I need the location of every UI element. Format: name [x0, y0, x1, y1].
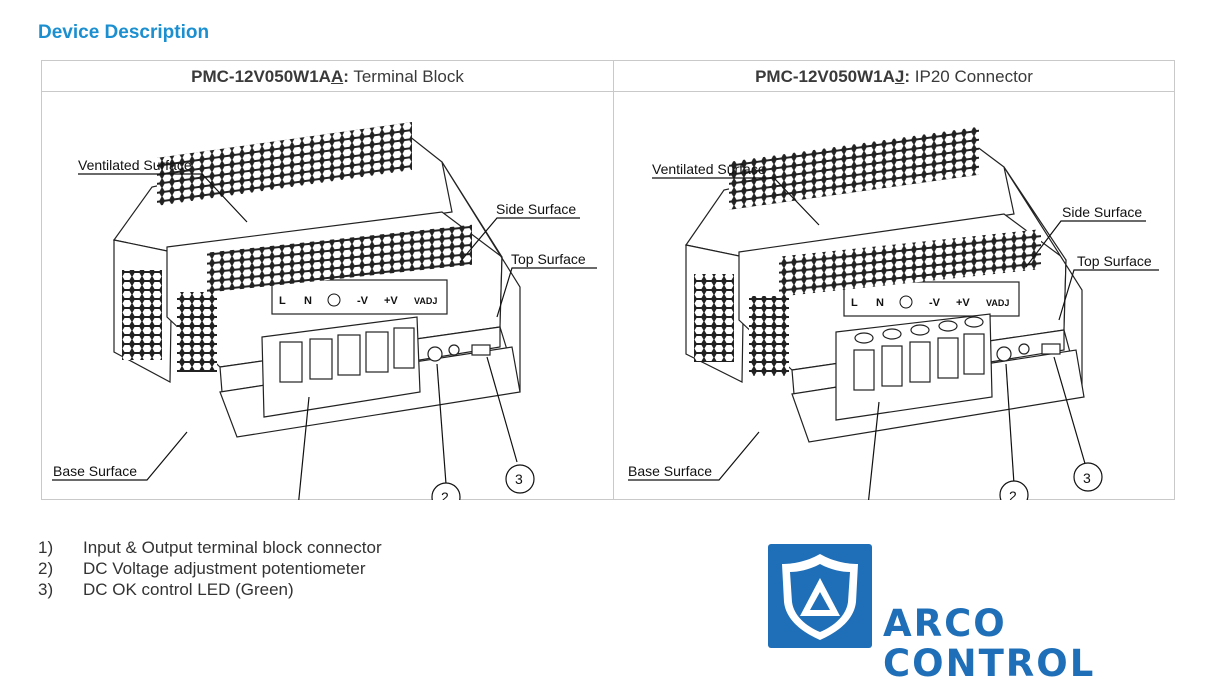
terminal-block-drawing: L N -V +V VADJ: [52, 121, 597, 500]
model-suffix: A: [330, 67, 344, 86]
legend-text: DC OK control LED (Green): [83, 580, 294, 599]
column-header: PMC-12V050W1AJ: IP20 Connector: [614, 61, 1174, 92]
panel-label-l: L: [851, 297, 858, 309]
list-item: 2) DC Voltage adjustment potentiometer: [38, 558, 382, 579]
legend-number: 3): [38, 580, 54, 599]
callout-top-surface: Top Surface: [1077, 253, 1152, 269]
model-suffix: J: [894, 67, 905, 86]
legend-text: Input & Output terminal block connector: [83, 538, 382, 557]
column-ip20-connector: PMC-12V050W1AJ: IP20 Connector: [614, 61, 1174, 500]
panel-label-n: N: [304, 295, 312, 307]
callout-number-2: 2: [1009, 488, 1017, 500]
panel-label-vadj: VADJ: [414, 296, 437, 306]
connector-type: Terminal Block: [353, 67, 464, 86]
panel-label-n: N: [876, 297, 884, 309]
model-prefix: PMC-12V050W1A: [191, 67, 331, 86]
callout-number-3: 3: [1083, 470, 1091, 486]
arco-control-logo-icon: [768, 544, 872, 648]
brand-name: ARCO CONTROL: [883, 602, 1096, 685]
list-item: 3) DC OK control LED (Green): [38, 579, 382, 600]
callout-side-surface: Side Surface: [1062, 204, 1142, 220]
legend-text: DC Voltage adjustment potentiometer: [83, 559, 366, 578]
column-terminal-block: PMC-12V050W1AA: Terminal Block: [42, 61, 614, 500]
callout-ventilated-surface: Ventilated Surface: [78, 157, 192, 173]
model-prefix: PMC-12V050W1A: [755, 67, 895, 86]
callout-ventilated-surface: Ventilated Surface: [652, 161, 766, 177]
callout-base-surface: Base Surface: [53, 463, 137, 479]
legend-list: 1) Input & Output terminal block connect…: [38, 537, 382, 600]
callout-side-surface: Side Surface: [496, 201, 576, 217]
panel-label-vadj: VADJ: [986, 298, 1009, 308]
callout-number-2: 2: [441, 489, 449, 500]
section-title: Device Description: [38, 22, 210, 43]
list-item: 1) Input & Output terminal block connect…: [38, 537, 382, 558]
connector-type: IP20 Connector: [914, 67, 1033, 86]
panel-label-l: L: [279, 295, 286, 307]
panel-label-plus-v: +V: [956, 297, 970, 309]
callout-top-surface: Top Surface: [511, 251, 586, 267]
callout-base-surface: Base Surface: [628, 463, 712, 479]
column-header: PMC-12V050W1AA: Terminal Block: [42, 61, 613, 92]
legend-number: 1): [38, 538, 54, 557]
legend-number: 2): [38, 559, 54, 578]
panel-label-plus-v: +V: [384, 295, 398, 307]
panel-label-minus-v: -V: [929, 297, 941, 309]
callout-number-3: 3: [515, 471, 523, 487]
ip20-connector-drawing: L N -V +V VADJ: [628, 126, 1159, 500]
device-description-table: PMC-12V050W1AA: Terminal Block: [41, 60, 1175, 500]
panel-label-minus-v: -V: [357, 295, 369, 307]
